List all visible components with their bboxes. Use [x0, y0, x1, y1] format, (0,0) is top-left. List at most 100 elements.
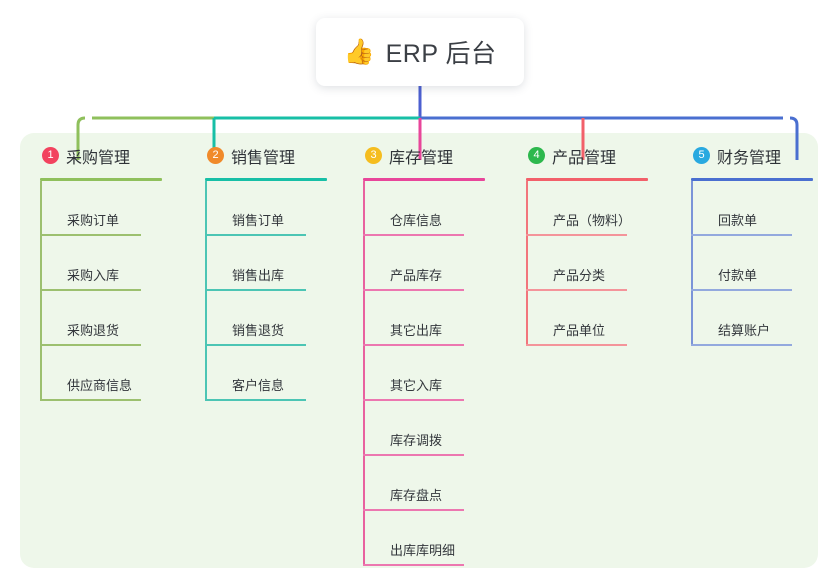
leaf-item[interactable]: 产品单位	[526, 291, 688, 346]
branch-badge-3: 3	[365, 147, 382, 164]
leaf-item[interactable]: 库存调拨	[363, 401, 525, 456]
branch-underline-4	[526, 178, 648, 181]
leaf-label: 产品分类	[553, 268, 606, 283]
leaf-label: 出库库明细	[390, 543, 456, 558]
branch-badge-2: 2	[207, 147, 224, 164]
branch-title-5: 财务管理	[717, 149, 782, 167]
leaf-underline	[526, 289, 627, 291]
branch-underline-2	[205, 178, 327, 181]
leaf-item[interactable]: 产品库存	[363, 236, 525, 291]
leaf-list-1: 采购订单采购入库采购退货供应商信息	[40, 181, 202, 401]
branches-panel	[20, 133, 818, 568]
leaf-underline	[691, 234, 792, 236]
branch-columns: 1 采购管理采购订单采购入库采购退货供应商信息 2 销售管理销售订单销售出库销售退货客…	[20, 133, 818, 568]
leaf-underline	[363, 344, 464, 346]
leaf-underline	[526, 234, 627, 236]
leaf-list-4: 产品（物料） 产品分类产品单位	[526, 181, 688, 346]
branch-column-4: 4 产品管理产品（物料） 产品分类产品单位	[523, 133, 688, 346]
branch-badge-4: 4	[528, 147, 545, 164]
leaf-underline	[363, 234, 464, 236]
leaf-label: 客户信息	[232, 378, 285, 393]
leaf-underline	[205, 234, 306, 236]
leaf-item[interactable]: 销售订单	[205, 181, 367, 236]
branch-badge-1: 1	[42, 147, 59, 164]
leaf-label: 库存调拨	[390, 433, 443, 448]
leaf-item[interactable]: 供应商信息	[40, 346, 202, 401]
leaf-underline	[363, 564, 464, 566]
leaf-item[interactable]: 其它出库	[363, 291, 525, 346]
leaf-underline	[40, 289, 141, 291]
root-title: ERP 后台	[385, 40, 497, 68]
leaf-label: 其它入库	[390, 378, 443, 393]
branch-underline-3	[363, 178, 485, 181]
branch-header-5[interactable]: 5 财务管理	[688, 133, 839, 178]
leaf-label: 付款单	[718, 268, 758, 283]
leaf-item[interactable]: 产品分类	[526, 236, 688, 291]
leaf-label: 仓库信息	[390, 213, 443, 228]
leaf-underline	[363, 399, 464, 401]
leaf-item[interactable]: 付款单	[691, 236, 839, 291]
leaf-label: 产品库存	[390, 268, 443, 283]
leaf-item[interactable]: 仓库信息	[363, 181, 525, 236]
leaf-label: 产品（物料）	[553, 213, 632, 228]
branch-column-2: 2 销售管理销售订单销售出库销售退货客户信息	[202, 133, 367, 401]
leaf-item[interactable]: 销售出库	[205, 236, 367, 291]
leaf-underline	[40, 234, 141, 236]
leaf-item[interactable]: 出库库明细	[363, 511, 525, 566]
leaf-label: 采购入库	[67, 268, 120, 283]
branch-column-5: 5 财务管理回款单付款单结算账户	[688, 133, 839, 346]
thumbs-up-icon: 👍	[343, 37, 375, 66]
leaf-label: 供应商信息	[67, 378, 133, 393]
branch-underline-1	[40, 178, 162, 181]
leaf-underline	[40, 344, 141, 346]
leaf-underline	[205, 399, 306, 401]
branch-underline-5	[691, 178, 813, 181]
leaf-item[interactable]: 采购订单	[40, 181, 202, 236]
leaf-item[interactable]: 其它入库	[363, 346, 525, 401]
branch-title-4: 产品管理	[552, 149, 617, 167]
leaf-spine-3	[363, 181, 365, 565]
branch-header-1[interactable]: 1 采购管理	[37, 133, 202, 178]
leaf-item[interactable]: 库存盘点	[363, 456, 525, 511]
leaf-label: 采购退货	[67, 323, 120, 338]
leaf-label: 产品单位	[553, 323, 606, 338]
leaf-underline	[363, 509, 464, 511]
branch-header-4[interactable]: 4 产品管理	[523, 133, 688, 178]
leaf-underline	[363, 454, 464, 456]
leaf-item[interactable]: 采购退货	[40, 291, 202, 346]
root-node[interactable]: 👍 ERP 后台	[316, 18, 524, 86]
leaf-label: 库存盘点	[390, 488, 443, 503]
leaf-item[interactable]: 结算账户	[691, 291, 839, 346]
leaf-underline	[526, 344, 627, 346]
leaf-underline	[691, 289, 792, 291]
leaf-list-2: 销售订单销售出库销售退货客户信息	[205, 181, 367, 401]
leaf-underline	[363, 289, 464, 291]
leaf-underline	[205, 289, 306, 291]
leaf-underline	[691, 344, 792, 346]
leaf-label: 采购订单	[67, 213, 120, 228]
branch-column-1: 1 采购管理采购订单采购入库采购退货供应商信息	[37, 133, 202, 401]
leaf-underline	[40, 399, 141, 401]
leaf-spine-5	[691, 181, 693, 345]
leaf-label: 销售订单	[232, 213, 285, 228]
branch-header-2[interactable]: 2 销售管理	[202, 133, 367, 178]
branch-title-2: 销售管理	[231, 149, 296, 167]
leaf-item[interactable]: 销售退货	[205, 291, 367, 346]
leaf-item[interactable]: 回款单	[691, 181, 839, 236]
leaf-list-3: 仓库信息产品库存其它出库其它入库库存调拨库存盘点出库库明细	[363, 181, 525, 566]
leaf-label: 销售退货	[232, 323, 285, 338]
branch-title-1: 采购管理	[66, 149, 131, 167]
leaf-label: 销售出库	[232, 268, 285, 283]
leaf-item[interactable]: 采购入库	[40, 236, 202, 291]
leaf-item[interactable]: 产品（物料）	[526, 181, 688, 236]
leaf-spine-4	[526, 181, 528, 345]
branch-badge-5: 5	[693, 147, 710, 164]
leaf-label: 其它出库	[390, 323, 443, 338]
leaf-label: 结算账户	[718, 323, 771, 338]
leaf-label: 回款单	[718, 213, 758, 228]
leaf-item[interactable]: 客户信息	[205, 346, 367, 401]
leaf-underline	[205, 344, 306, 346]
